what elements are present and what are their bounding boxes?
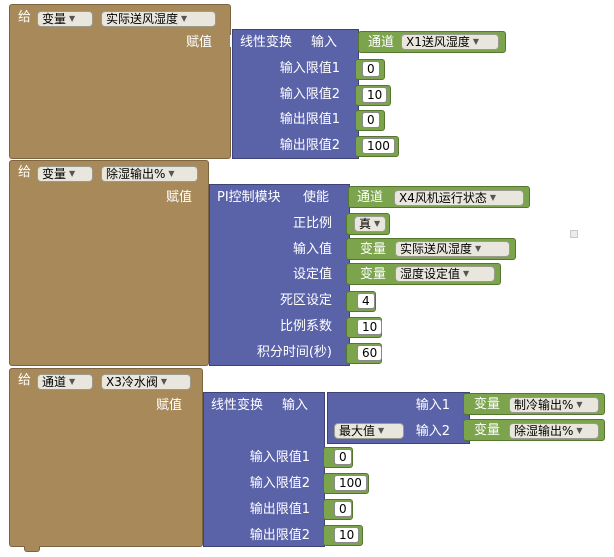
param-label: 输出限值2 [249,528,310,543]
target-channel-value: X3冷水阀 [106,375,158,389]
channel-label: 通道 [368,35,395,50]
input2-label: 输入2 [415,424,450,439]
chevron-down-icon: ▼ [69,377,76,386]
collapsed-cap [570,230,578,238]
variable-dropdown[interactable]: 实际送风湿度▼ [395,241,510,257]
chevron-down-icon: ▼ [475,244,482,253]
boolean-dropdown[interactable]: 真▼ [354,216,386,232]
target-variable-value: 实际送风湿度 [106,12,179,26]
param-label: 设定值 [292,267,332,282]
chevron-down-icon: ▼ [576,400,583,409]
max-function-value: 最大值 [339,424,376,438]
param-label: 输出限值1 [279,112,340,127]
param-label: 输出限值1 [249,502,310,517]
number-input[interactable]: 10 [362,87,388,103]
number-input[interactable]: 60 [357,345,383,361]
kind-dropdown[interactable]: 变量▼ [37,11,93,27]
variable-label: 变量 [474,423,501,438]
kind-dropdown-value: 变量 [42,12,67,26]
set-label: 给 [18,10,32,25]
pi-control-title: PI控制模块 [217,190,281,205]
variable-dropdown[interactable]: 除湿输出%▼ [509,423,599,439]
linear-transform-block-1[interactable] [232,29,359,159]
set-block-2-body[interactable] [9,184,209,366]
set-block-1-body[interactable] [9,28,231,159]
param-label: 积分时间(秒) [256,345,332,360]
variable-value: 湿度设定值 [400,267,461,281]
set-block-3-tab [24,546,40,552]
linear-transform-title: 线性变换 [211,398,264,413]
variable-dropdown[interactable]: 湿度设定值▼ [395,266,495,282]
set-label: 给 [18,165,32,180]
enable-label: 使能 [303,190,330,205]
chevron-down-icon: ▼ [374,219,381,228]
param-label: 输入限值2 [279,87,340,102]
chevron-down-icon: ▼ [181,14,188,23]
number-input[interactable]: 10 [334,527,360,543]
param-label: 比例系数 [279,319,332,334]
target-variable-value: 除湿输出% [106,167,166,181]
param-label: 输入限值1 [279,61,340,76]
chevron-down-icon: ▼ [463,269,470,278]
assign-label: 赋值 [155,398,182,413]
boolean-value: 真 [359,217,372,231]
kind-dropdown[interactable]: 通道▼ [37,374,93,390]
number-input[interactable]: 10 [357,319,383,335]
target-variable-dropdown[interactable]: 除湿输出%▼ [101,166,198,182]
variable-value: 实际送风湿度 [400,242,473,256]
param-label: 正比例 [292,216,332,231]
channel-dropdown[interactable]: X4风机运行状态▼ [394,190,524,206]
number-input[interactable]: 4 [357,293,375,309]
number-input[interactable]: 0 [334,449,352,465]
param-label: 输出限值2 [279,138,340,153]
set-block-1[interactable] [0,0,237,160]
linear-transform-title: 线性变换 [240,35,293,50]
chevron-down-icon: ▼ [472,37,480,46]
target-variable-dropdown[interactable]: 实际送风湿度▼ [101,11,216,27]
pi-control-block[interactable] [209,184,350,366]
channel-label: 通道 [357,190,384,205]
number-input[interactable]: 100 [362,138,395,154]
chevron-down-icon: ▼ [489,193,497,202]
linear-transform-block-3[interactable] [203,392,325,547]
variable-label: 变量 [360,242,387,257]
channel-value: X4风机运行状态 [399,191,487,205]
param-label: 输入限值2 [249,476,310,491]
number-input[interactable]: 0 [362,61,380,77]
param-label: 死区设定 [279,293,332,308]
assign-label: 赋值 [165,190,192,205]
number-input[interactable]: 100 [334,475,367,491]
input-label: 输入 [282,398,309,413]
kind-dropdown[interactable]: 变量▼ [37,166,93,182]
set-block-3-body[interactable] [9,392,203,547]
kind-dropdown-value: 通道 [42,375,67,389]
param-label: 输入限值1 [249,450,310,465]
variable-value: 制冷输出% [514,398,574,412]
param-label: 输入值 [292,242,332,257]
chevron-down-icon: ▼ [69,169,76,178]
set-label: 给 [18,373,32,388]
variable-label: 变量 [474,397,501,412]
number-input[interactable]: 0 [334,501,352,517]
channel-dropdown[interactable]: X1送风湿度▼ [401,34,499,50]
channel-value: X1送风湿度 [406,35,470,49]
chevron-down-icon: ▼ [160,377,168,386]
variable-value: 除湿输出% [514,424,574,438]
input1-label: 输入1 [415,398,450,413]
kind-dropdown-value: 变量 [42,167,67,181]
variable-dropdown[interactable]: 制冷输出%▼ [509,397,599,413]
target-channel-dropdown[interactable]: X3冷水阀▼ [101,374,191,390]
assign-label: 赋值 [185,35,212,50]
chevron-down-icon: ▼ [378,426,385,435]
chevron-down-icon: ▼ [69,14,76,23]
chevron-down-icon: ▼ [576,426,583,435]
max-function-dropdown[interactable]: 最大值▼ [334,423,404,439]
number-input[interactable]: 0 [362,112,380,128]
input-label: 输入 [311,35,338,50]
chevron-down-icon: ▼ [168,169,175,178]
variable-label: 变量 [360,267,387,282]
